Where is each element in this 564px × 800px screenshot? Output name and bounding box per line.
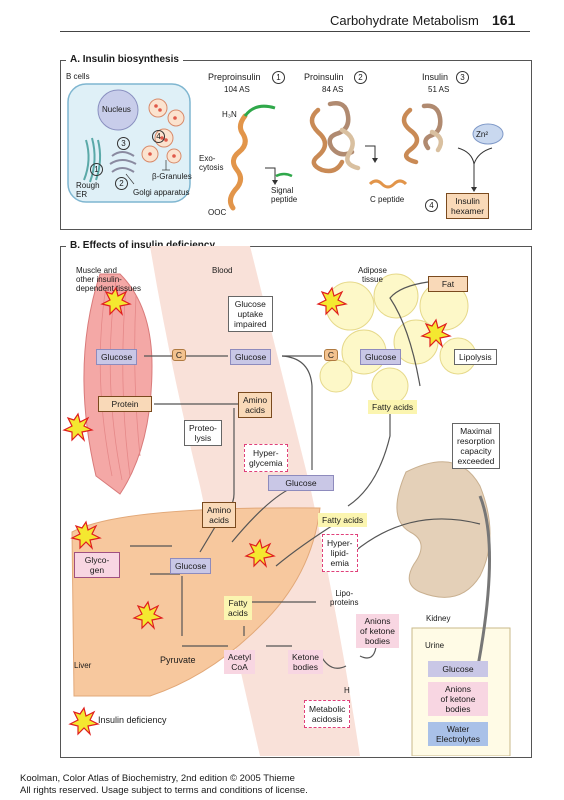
lipolysis-box: Lipolysis xyxy=(454,349,497,365)
h3n-label: H₃N xyxy=(222,110,237,119)
step-3-marker: 3 xyxy=(117,137,130,150)
liver-amino-acids-box: Amino acids xyxy=(202,502,237,528)
blood-glucose-box: Glucose xyxy=(230,349,272,365)
step-4-marker: 4 xyxy=(152,130,165,143)
kidney-label: Kidney xyxy=(426,614,451,623)
preproinsulin-marker: 1 xyxy=(272,71,285,84)
insulin-as: 51 AS xyxy=(428,85,450,94)
golgi-apparatus xyxy=(109,151,137,173)
maximal-resorption-box: Maximal resorption capacity exceeded xyxy=(452,423,500,469)
zinc-label: Zn² xyxy=(476,130,488,139)
preproinsulin-label: Preproinsulin xyxy=(208,72,261,82)
preproinsulin-chain xyxy=(227,113,248,211)
amino-acids-box: Amino acids xyxy=(238,392,273,418)
lipoproteins-label: Lipo- proteins xyxy=(330,589,359,607)
acetyl-coa-box: Acetyl CoA xyxy=(224,650,256,674)
insulin-deficiency-bursts xyxy=(62,286,452,736)
signal-peptide-label: Signal peptide xyxy=(271,186,298,204)
header-rule xyxy=(60,31,530,32)
panel-b-title: B. Effects of insulin deficiency xyxy=(66,240,220,251)
granules-label: β-Granules xyxy=(152,172,192,181)
anions-box: Anions of ketone bodies xyxy=(356,614,399,648)
exocytosis-label: Exo- cytosis xyxy=(199,154,224,172)
b-cells-label: B cells xyxy=(66,72,90,81)
muscle-label: Muscle and other insulin- dependent tiss… xyxy=(76,266,141,293)
urine-anions-box: Anions of ketone bodies xyxy=(428,682,488,716)
protein-box: Protein xyxy=(98,396,152,412)
nucleus-label: Nucleus xyxy=(102,105,131,114)
hexamer-marker: 4 xyxy=(425,199,438,212)
insulin-marker: 3 xyxy=(456,71,469,84)
blood-fatty-acids-box: Fatty acids xyxy=(318,513,368,527)
adipose-tissue xyxy=(319,273,477,405)
proton-label: H xyxy=(344,686,350,695)
page-number: 161 xyxy=(492,12,516,28)
insulin-fold xyxy=(401,103,444,165)
golgi-label: Golgi apparatus xyxy=(133,188,190,197)
blood-vessel xyxy=(150,246,360,756)
proinsulin-fold xyxy=(309,101,361,174)
signal-peptide-head xyxy=(243,104,276,117)
urine-label: Urine xyxy=(425,641,445,650)
preproinsulin-as: 104 AS xyxy=(224,85,250,94)
muscle-glucose-box: Glucose xyxy=(96,349,138,365)
insulin-label: Insulin xyxy=(422,72,449,82)
ketone-bodies-box: Ketone bodies xyxy=(288,650,323,674)
glucose-uptake-box: Glucose uptake impaired xyxy=(228,296,273,332)
ooc-label: OOC xyxy=(208,208,227,217)
proinsulin-marker: 2 xyxy=(354,71,367,84)
proinsulin-label: Proinsulin xyxy=(304,72,344,82)
footer-copyright: Koolman, Color Atlas of Biochemistry, 2n… xyxy=(20,773,295,784)
footer-rights: All rights reserved. Usage subject to te… xyxy=(20,785,308,796)
proinsulin-as: 84 AS xyxy=(322,85,344,94)
rough-er-label: Rough ER xyxy=(76,181,100,199)
adipose-glucose-box: Glucose xyxy=(360,349,402,365)
section-title: Carbohydrate Metabolism xyxy=(330,13,479,28)
hyperglycemia-box: Hyper- glycemia xyxy=(244,444,288,472)
panel-a-title: A. Insulin biosynthesis xyxy=(66,54,183,65)
proteolysis-box: Proteo- lysis xyxy=(184,420,222,446)
liver-fatty-acids-box: Fatty acids xyxy=(224,596,252,620)
plasma-glucose-box: Glucose xyxy=(268,475,334,491)
muscle-transporter: C xyxy=(172,349,186,361)
hyperlipidemia-box: Hyper- lipid- emia xyxy=(322,534,358,572)
urine-glucose-box: Glucose xyxy=(428,661,488,677)
adipose-fatty-acids-box: Fatty acids xyxy=(368,400,418,414)
liver-glucose-box: Glucose xyxy=(170,558,212,574)
zinc-ion xyxy=(472,123,504,145)
metabolic-acidosis-box: Metabolic acidosis xyxy=(304,700,351,728)
c-peptide-chain xyxy=(368,179,408,189)
panel-b-graphics xyxy=(62,246,511,756)
liver-label: Liver xyxy=(74,661,92,670)
adipose-label: Adipose tissue xyxy=(358,266,387,284)
blood-label: Blood xyxy=(212,266,233,275)
urine-water-box: Water Electrolytes xyxy=(428,722,488,746)
insulin-hexamer-box: Insulin hexamer xyxy=(446,193,490,219)
adipose-transporter: C xyxy=(324,349,338,361)
glycogen-box: Glyco- gen xyxy=(74,552,120,578)
step-1-marker: 1 xyxy=(90,163,103,176)
insulin-deficiency-legend: Insulin deficiency xyxy=(98,715,167,725)
rough-er xyxy=(83,137,102,183)
c-peptide-label: C peptide xyxy=(370,195,405,204)
kidney-organ xyxy=(396,461,491,598)
step-2-marker: 2 xyxy=(115,177,128,190)
fat-box: Fat xyxy=(428,276,468,292)
nucleus xyxy=(97,89,139,131)
pyruvate-label: Pyruvate xyxy=(160,655,196,665)
